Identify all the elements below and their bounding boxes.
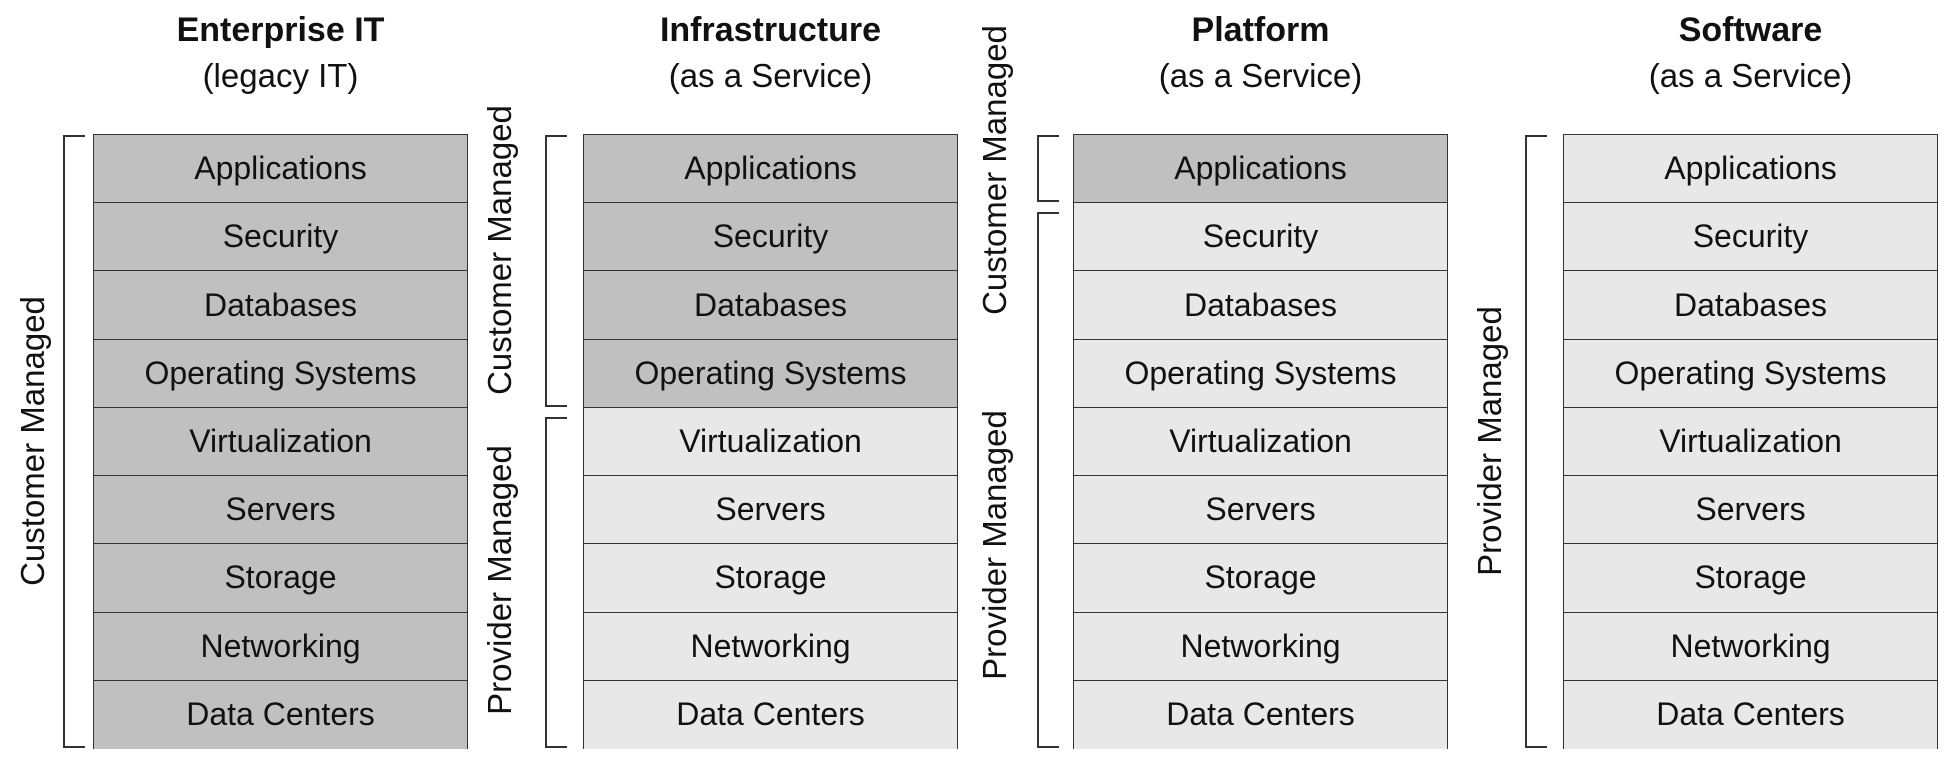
- layer-networking: Networking: [94, 612, 467, 681]
- layer-storage: Storage: [94, 544, 467, 613]
- layer-data-centers: Data Centers: [1074, 680, 1447, 749]
- layer-applications: Applications: [584, 135, 957, 204]
- layer-operating-systems: Operating Systems: [1074, 339, 1447, 408]
- layer-servers: Servers: [584, 476, 957, 545]
- layer-operating-systems: Operating Systems: [584, 339, 957, 408]
- layer-stack: Applications Security Databases Operatin…: [583, 134, 958, 749]
- layer-databases: Databases: [1074, 271, 1447, 340]
- layer-data-centers: Data Centers: [1564, 680, 1937, 749]
- provider-managed-label: Provider Managed: [1471, 306, 1508, 576]
- provider-managed-bracket: [1525, 135, 1547, 748]
- layer-data-centers: Data Centers: [94, 680, 467, 749]
- model-title: Enterprise IT: [176, 11, 385, 49]
- layer-data-centers: Data Centers: [584, 680, 957, 749]
- layer-storage: Storage: [584, 544, 957, 613]
- model-subtitle: (as a Service): [1158, 57, 1363, 94]
- provider-managed-bracket: [545, 417, 567, 748]
- customer-managed-bracket: [63, 135, 85, 748]
- provider-managed-label: Provider Managed: [481, 445, 518, 715]
- layer-applications: Applications: [1074, 135, 1447, 204]
- layer-storage: Storage: [1074, 544, 1447, 613]
- layer-servers: Servers: [94, 476, 467, 545]
- layer-security: Security: [584, 203, 957, 272]
- customer-managed-label: Customer Managed: [481, 105, 518, 395]
- layer-security: Security: [1074, 203, 1447, 272]
- layer-applications: Applications: [1564, 135, 1937, 204]
- model-title: Platform: [1191, 11, 1330, 49]
- layer-databases: Databases: [1564, 271, 1937, 340]
- layer-storage: Storage: [1564, 544, 1937, 613]
- customer-managed-label: Customer Managed: [976, 25, 1013, 315]
- customer-managed-bracket: [545, 135, 567, 407]
- provider-managed-bracket: [1037, 212, 1059, 748]
- layer-stack: Applications Security Databases Operatin…: [93, 134, 468, 749]
- customer-managed-label: Customer Managed: [14, 296, 51, 586]
- layer-stack: Applications Security Databases Operatin…: [1073, 134, 1448, 749]
- layer-applications: Applications: [94, 135, 467, 204]
- customer-managed-bracket: [1037, 135, 1059, 202]
- layer-networking: Networking: [1074, 612, 1447, 681]
- layer-operating-systems: Operating Systems: [94, 339, 467, 408]
- layer-virtualization: Virtualization: [1074, 407, 1447, 477]
- layer-virtualization: Virtualization: [1564, 407, 1937, 477]
- layer-security: Security: [94, 203, 467, 272]
- model-title: Software: [1678, 11, 1823, 49]
- layer-networking: Networking: [584, 612, 957, 681]
- layer-virtualization: Virtualization: [584, 407, 957, 477]
- layer-virtualization: Virtualization: [94, 407, 467, 477]
- layer-networking: Networking: [1564, 612, 1937, 681]
- layer-servers: Servers: [1564, 476, 1937, 545]
- layer-security: Security: [1564, 203, 1937, 272]
- model-subtitle: (as a Service): [668, 57, 873, 94]
- provider-managed-label: Provider Managed: [976, 410, 1013, 680]
- layer-databases: Databases: [94, 271, 467, 340]
- layer-operating-systems: Operating Systems: [1564, 339, 1937, 408]
- model-title: Infrastructure: [659, 11, 882, 49]
- model-subtitle: (legacy IT): [202, 57, 359, 94]
- layer-servers: Servers: [1074, 476, 1447, 545]
- model-subtitle: (as a Service): [1648, 57, 1853, 94]
- layer-stack: Applications Security Databases Operatin…: [1563, 134, 1938, 749]
- layer-databases: Databases: [584, 271, 957, 340]
